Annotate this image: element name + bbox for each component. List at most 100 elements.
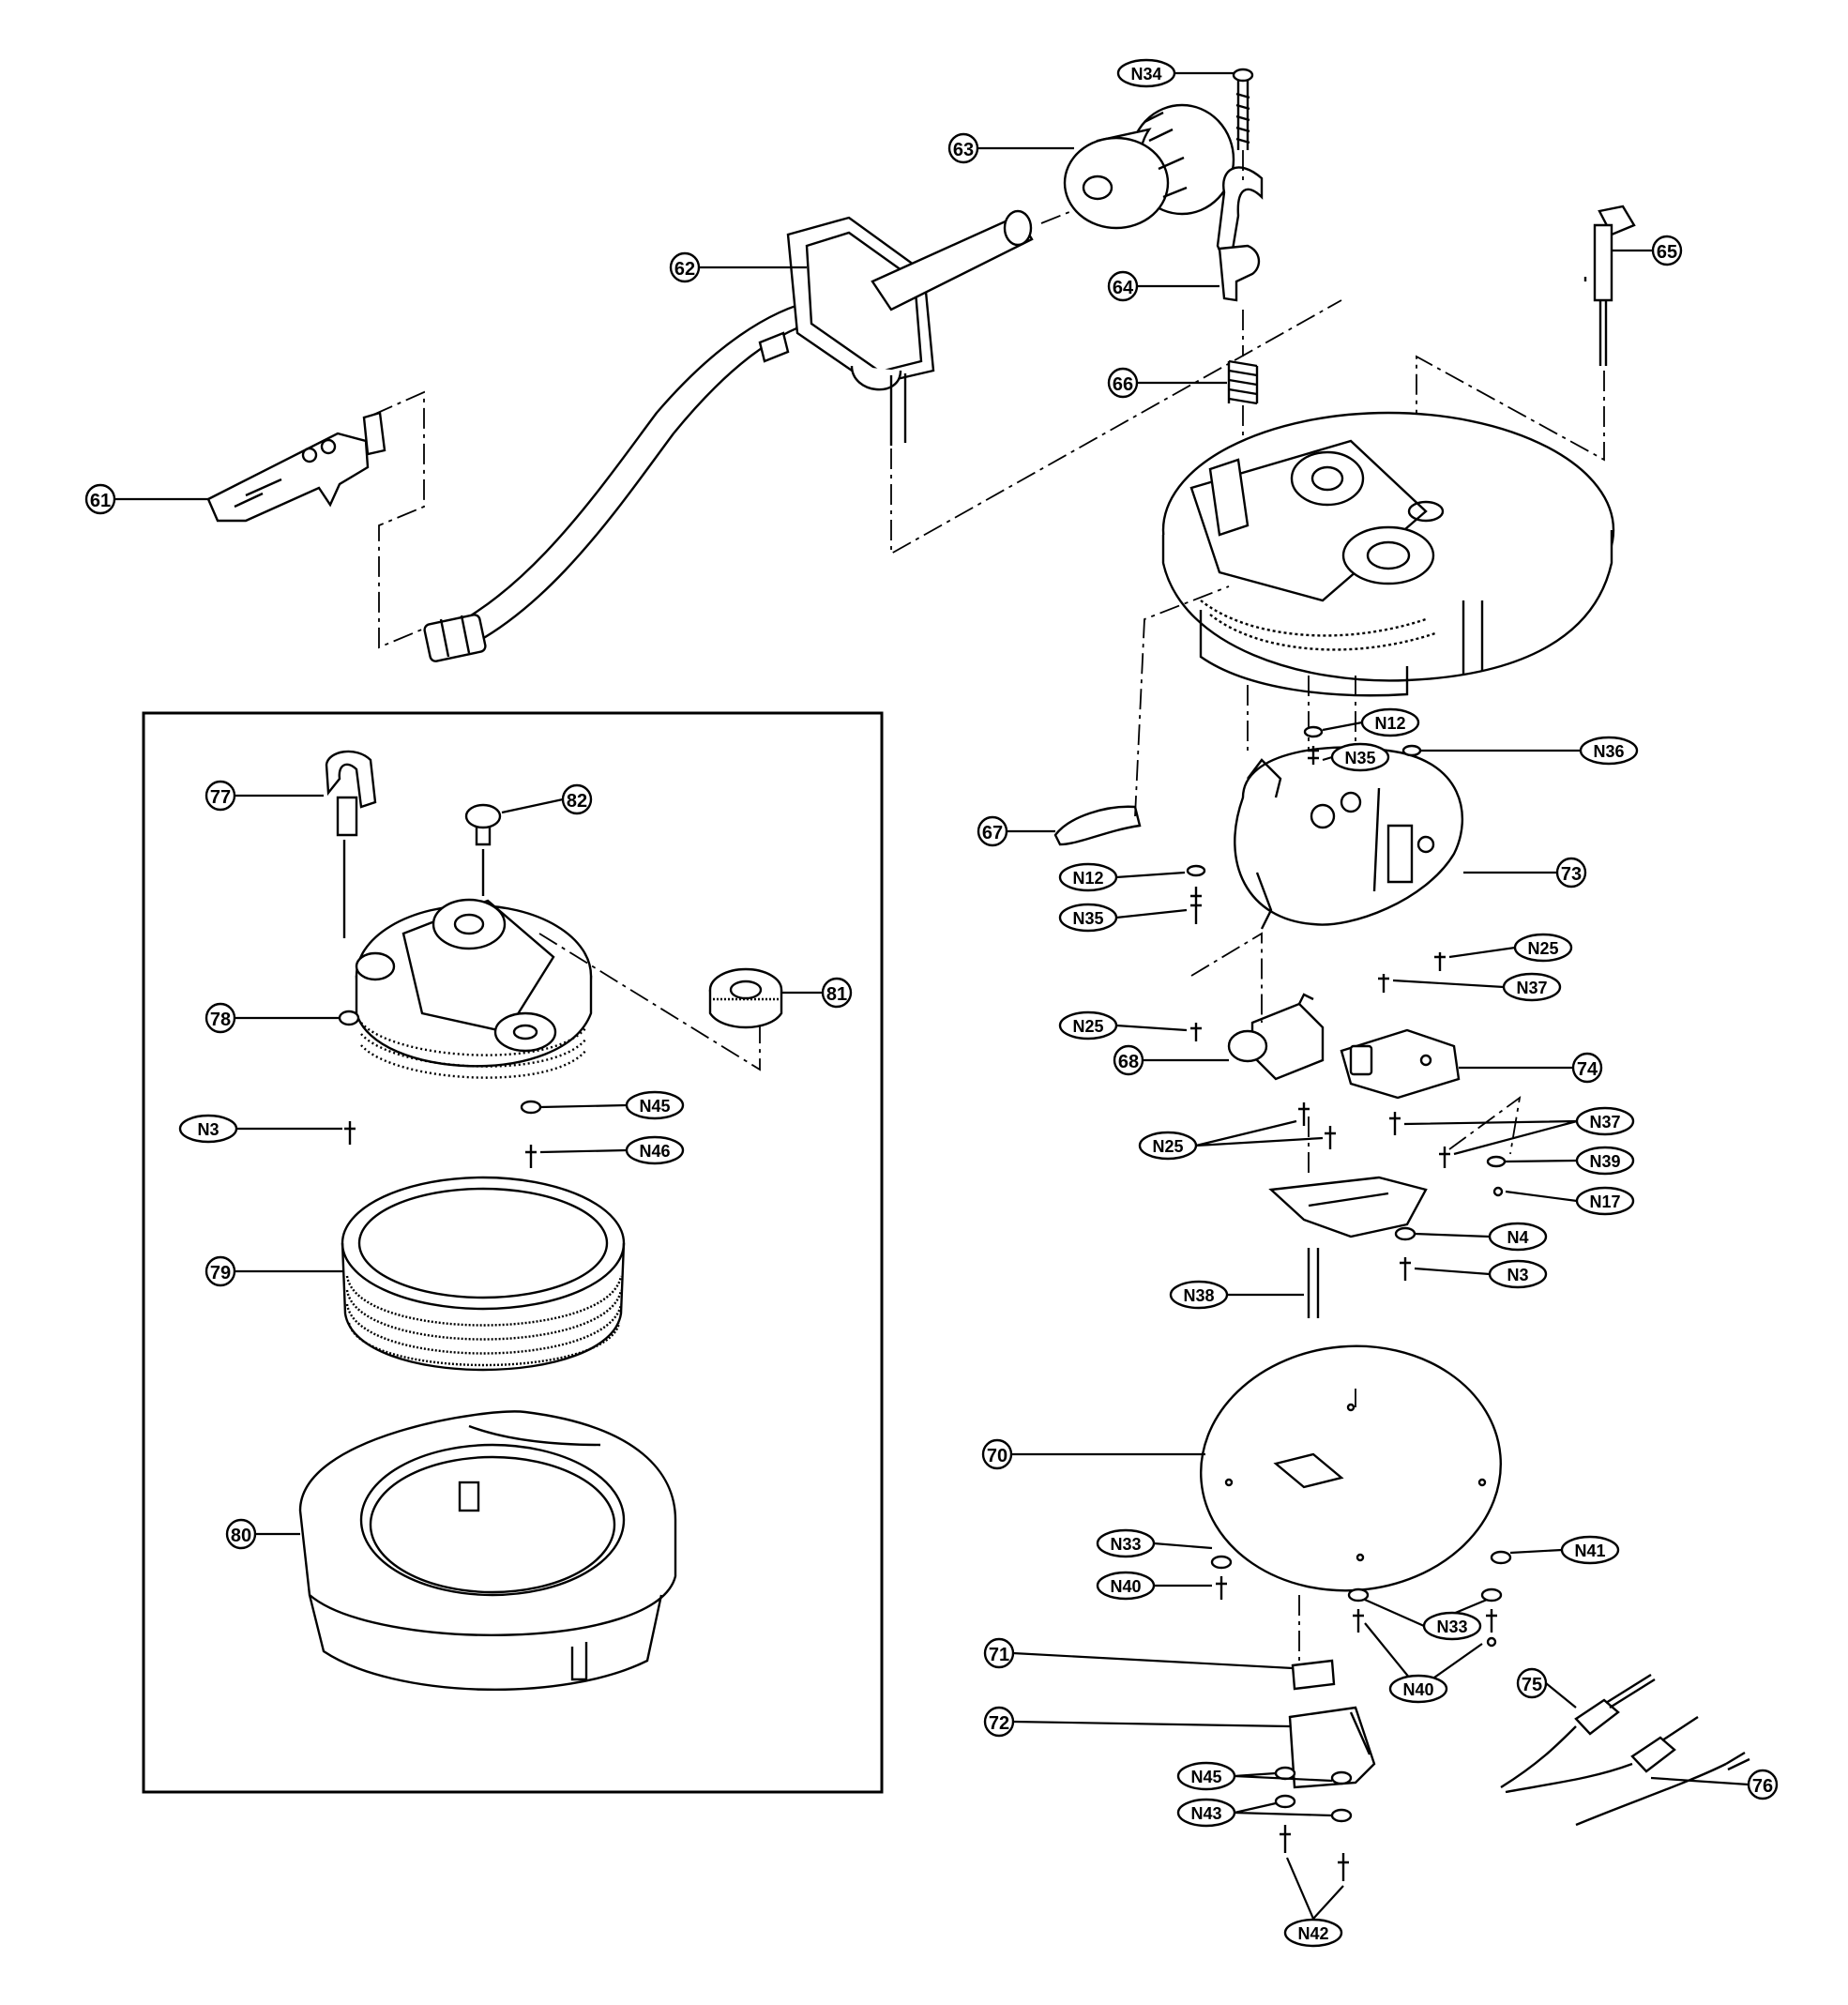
- callout-n25-left: N25: [1058, 1010, 1118, 1040]
- svg-text:N35: N35: [1072, 909, 1103, 928]
- callout-82: 82: [561, 783, 593, 815]
- svg-text:66: 66: [1113, 374, 1133, 395]
- svg-text:N38: N38: [1183, 1286, 1214, 1305]
- svg-text:N40: N40: [1402, 1680, 1433, 1699]
- callout-n33-left: N33: [1096, 1528, 1156, 1558]
- svg-text:71: 71: [989, 1645, 1009, 1665]
- callout-81: 81: [821, 977, 853, 1009]
- svg-text:N39: N39: [1589, 1152, 1620, 1171]
- svg-text:N37: N37: [1589, 1113, 1620, 1132]
- callout-n34: N34: [1116, 58, 1176, 88]
- callout-72: 72: [983, 1706, 1015, 1738]
- callout-79: 79: [204, 1255, 236, 1287]
- base-ring-part-80: [298, 1410, 677, 1692]
- callout-75: 75: [1516, 1667, 1548, 1699]
- svg-text:N35: N35: [1344, 749, 1375, 767]
- mesh-insulator-n38: [1268, 1176, 1428, 1318]
- svg-text:82: 82: [567, 791, 587, 812]
- callout-n12-lower: N12: [1058, 862, 1118, 892]
- callout-labels: 61 62 63 64 65 66 67 68 70 71 72 73 74 7…: [84, 58, 1779, 1948]
- svg-text:72: 72: [989, 1713, 1009, 1734]
- callout-71: 71: [983, 1637, 1015, 1669]
- callout-70: 70: [981, 1438, 1013, 1470]
- callout-68: 68: [1113, 1044, 1144, 1076]
- svg-text:81: 81: [826, 984, 847, 1005]
- callout-63: 63: [947, 132, 979, 164]
- base-plate-part-73: [1234, 746, 1464, 930]
- svg-text:73: 73: [1561, 864, 1582, 885]
- svg-text:N12: N12: [1374, 714, 1405, 733]
- callout-80: 80: [225, 1518, 257, 1550]
- callout-66: 66: [1107, 367, 1139, 399]
- arm-base-part-78: [338, 898, 593, 1079]
- knob-part-81: [708, 967, 783, 1029]
- svg-text:N40: N40: [1110, 1577, 1141, 1596]
- svg-text:68: 68: [1118, 1052, 1139, 1072]
- callout-n36: N36: [1579, 736, 1639, 766]
- svg-text:75: 75: [1522, 1675, 1542, 1695]
- svg-text:N3: N3: [1507, 1266, 1528, 1284]
- svg-text:N12: N12: [1072, 869, 1103, 888]
- callout-n3-right: N3: [1488, 1259, 1548, 1289]
- cue-lever-part-67: [1053, 805, 1142, 846]
- ring-part-79: [341, 1176, 626, 1372]
- rca-cable-part-75: [1500, 1673, 1699, 1794]
- callout-n41: N41: [1560, 1535, 1620, 1565]
- bolt-part-n34: [1232, 68, 1254, 150]
- svg-text:N34: N34: [1130, 65, 1161, 84]
- callout-n46: N46: [625, 1135, 685, 1165]
- svg-text:77: 77: [210, 787, 231, 808]
- callout-n35-upper: N35: [1330, 742, 1390, 772]
- svg-text:65: 65: [1657, 242, 1677, 263]
- svg-text:N25: N25: [1527, 939, 1558, 958]
- tonearm-part-62: [423, 209, 1034, 662]
- svg-text:79: 79: [210, 1263, 231, 1284]
- alternate-parts-frame: [142, 711, 884, 1794]
- svg-text:62: 62: [674, 259, 695, 280]
- callout-n4: N4: [1488, 1222, 1548, 1252]
- callout-67: 67: [977, 815, 1008, 847]
- arm-base-assembly: [1161, 411, 1615, 697]
- svg-text:76: 76: [1752, 1776, 1773, 1797]
- arm-rest-part-64: [1216, 166, 1264, 302]
- svg-text:67: 67: [982, 823, 1003, 843]
- callout-n12-upper: N12: [1360, 707, 1420, 737]
- svg-text:63: 63: [953, 140, 974, 160]
- cover-fasteners: [1210, 1550, 1512, 1881]
- svg-text:N46: N46: [639, 1142, 670, 1161]
- callout-61: 61: [84, 483, 116, 515]
- callout-65: 65: [1651, 235, 1683, 266]
- callout-n42: N42: [1283, 1918, 1343, 1948]
- callout-n40-right: N40: [1388, 1674, 1448, 1704]
- callout-62: 62: [669, 251, 701, 283]
- svg-text:N43: N43: [1190, 1804, 1221, 1823]
- callout-n37-lower: N37: [1575, 1106, 1635, 1136]
- callout-n45-box: N45: [625, 1090, 685, 1120]
- callout-n43: N43: [1176, 1798, 1236, 1828]
- svg-text:61: 61: [90, 491, 111, 511]
- counterweight-part-63: [1063, 103, 1235, 230]
- connector-part-71: [1291, 1659, 1336, 1691]
- svg-text:78: 78: [210, 1010, 231, 1030]
- callout-78: 78: [204, 1002, 236, 1034]
- box-fasteners: [344, 1100, 542, 1168]
- callout-73: 73: [1555, 857, 1587, 889]
- callout-n38: N38: [1169, 1280, 1229, 1310]
- svg-text:64: 64: [1113, 278, 1134, 298]
- svg-text:70: 70: [987, 1446, 1007, 1466]
- solenoid-part-68: [1227, 993, 1325, 1081]
- svg-text:N25: N25: [1072, 1017, 1103, 1036]
- svg-text:N17: N17: [1589, 1192, 1620, 1211]
- callout-64: 64: [1107, 270, 1139, 302]
- svg-text:N37: N37: [1516, 979, 1547, 997]
- svg-text:N42: N42: [1297, 1924, 1328, 1943]
- headshell-part-61: [206, 411, 386, 523]
- svg-text:N33: N33: [1436, 1618, 1467, 1636]
- svg-text:N45: N45: [639, 1097, 670, 1116]
- callout-n25-lower: N25: [1138, 1131, 1198, 1161]
- svg-text:N4: N4: [1507, 1228, 1528, 1247]
- svg-text:74: 74: [1577, 1059, 1598, 1080]
- callout-n17: N17: [1575, 1186, 1635, 1216]
- svg-text:N41: N41: [1574, 1542, 1605, 1560]
